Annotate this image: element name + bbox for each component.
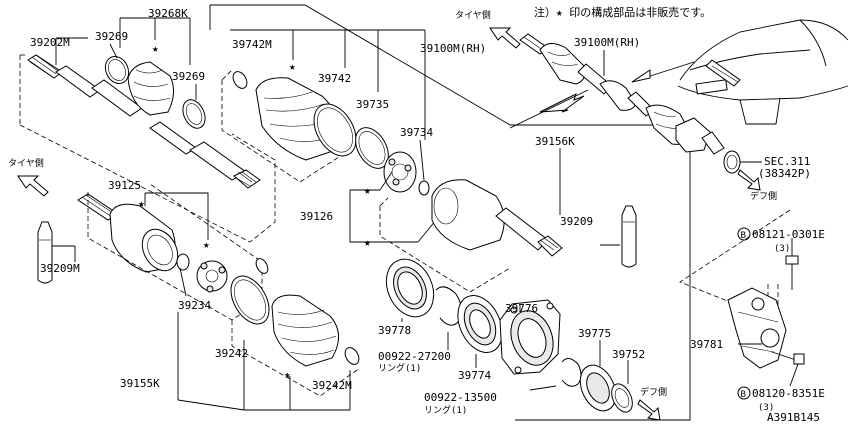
star-mark: ★ (364, 184, 371, 197)
ring-label-b: リング(1) (424, 404, 467, 416)
bracket-39781-group: B 08121-0301E (3) 39781 B 08120-8351E (3… (679, 209, 825, 413)
boot-kit-39155K: ★ 39242 39155K 39242M (120, 258, 361, 411)
seal-bearing-group: 39778 00922-27200 リング(1) 39774 39776 009… (378, 258, 645, 416)
callout-bolt-top: 08121-0301E (752, 228, 825, 241)
callout-39100M-top: 39100M(RH) (574, 36, 640, 49)
kit-39156K: 39156K 39209 (535, 135, 637, 268)
tire-side-label-top: タイヤ側 (455, 9, 491, 21)
bolt-bottom-qty: (3) (758, 403, 774, 413)
callout-39126: 39126 (300, 210, 333, 223)
boot-kit-39268K: 39268K ★ 39269 39269 (95, 7, 206, 129)
star-mark: ★ (152, 42, 159, 55)
bolt-marker-top: B (741, 231, 746, 241)
callout-sec311: SEC.311 (764, 155, 810, 168)
direction-diff-right: デフ側 (737, 169, 777, 202)
inner-shaft-39202M: 39202M (19, 36, 276, 243)
callout-39775: 39775 (578, 327, 611, 340)
callout-39202M: 39202M (30, 36, 70, 49)
tire-side-label-left: タイヤ側 (8, 157, 44, 169)
callout-39155K: 39155K (120, 377, 160, 390)
callout-39269b: 39269 (172, 70, 205, 83)
callout-39125: 39125 (108, 179, 141, 192)
callout-39156K: 39156K (535, 135, 575, 148)
direction-tire-top: タイヤ側 (455, 9, 521, 49)
callout-39100M-main: 39100M(RH) (420, 42, 486, 55)
assembly-outline (209, 4, 691, 421)
joint-39125-group: 39125 ★ ★ 39234 39209M (37, 179, 263, 321)
callout-39778: 39778 (378, 324, 411, 337)
callout-39234: 39234 (178, 299, 211, 312)
diff-side-label-bottom: デフ側 (640, 386, 667, 398)
callout-sec311-sub: (38342P) (758, 167, 811, 180)
ring-label-a: リング(1) (378, 362, 421, 374)
star-mark: ★ (364, 236, 371, 249)
callout-39242M: 39242M (312, 379, 352, 392)
callout-00922-13500: 00922-13500 (424, 391, 497, 404)
callout-39742M: 39742M (232, 38, 272, 51)
callout-39209M: 39209M (40, 262, 80, 275)
direction-diff-bottom: デフ側 (637, 386, 667, 421)
callout-bolt-bottom: 08120-8351E (752, 387, 825, 400)
joint-39126-group: 39100M(RH) 39734 ★ ★ 39126 (300, 29, 563, 293)
star-mark: ★ (203, 238, 210, 251)
callout-39209: 39209 (560, 215, 593, 228)
diff-side-label-right: デフ側 (750, 190, 777, 202)
star-mark: ★ (284, 368, 291, 381)
callout-39776: 39776 (505, 302, 538, 315)
assembled-driveshaft: 39100M(RH) SEC.311 (38342P) (509, 19, 849, 180)
bolt-top-qty: (3) (774, 244, 790, 254)
callout-39742: 39742 (318, 72, 351, 85)
callout-39268K: 39268K (148, 7, 188, 20)
drawing-code: A391B145 (767, 411, 820, 424)
outer-boot-group: 39742M ★ 39742 39735 (221, 29, 389, 183)
bolt-marker-bottom: B (741, 390, 746, 400)
star-mark: ★ (289, 60, 296, 73)
direction-tire-left: タイヤ側 (8, 157, 49, 197)
callout-39734: 39734 (400, 126, 433, 139)
callout-39242: 39242 (215, 347, 248, 360)
star-mark: ★ (138, 197, 145, 210)
callout-39752: 39752 (612, 348, 645, 361)
callout-00922-27200: 00922-27200 (378, 350, 451, 363)
callout-39269a: 39269 (95, 30, 128, 43)
callout-39735: 39735 (356, 98, 389, 111)
callout-39781: 39781 (690, 338, 723, 351)
callout-39774: 39774 (458, 369, 491, 382)
notice-text: 注）★ 印の構成部品は非販売です。 (534, 5, 711, 19)
